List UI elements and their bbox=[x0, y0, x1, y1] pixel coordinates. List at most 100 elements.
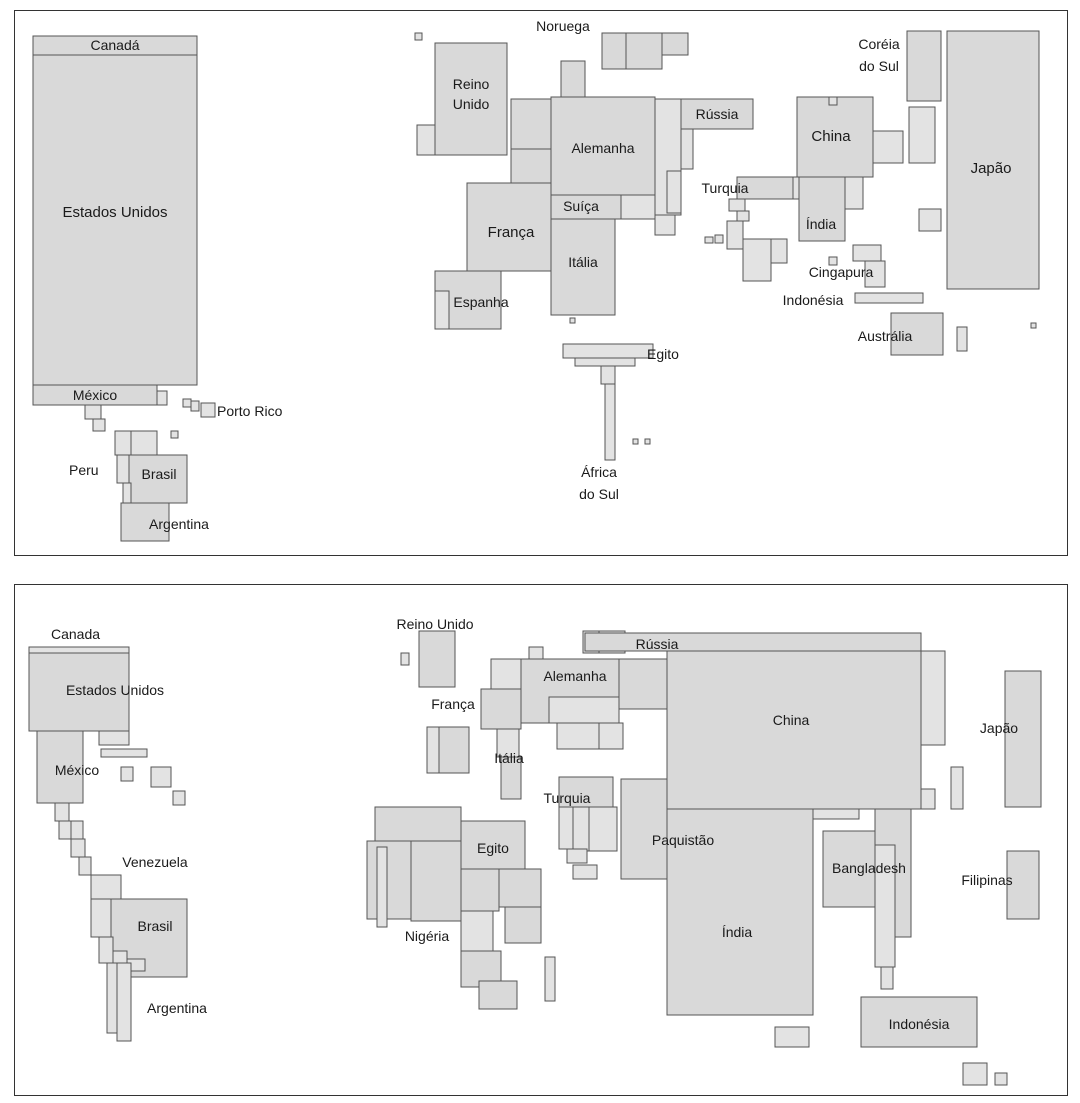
region-portugal bbox=[434, 290, 450, 330]
region-indonesia bbox=[860, 996, 978, 1048]
region-nova-zelandia bbox=[956, 326, 968, 352]
region-taiwan bbox=[920, 788, 936, 810]
label-africa-do-sul: África bbox=[581, 464, 617, 480]
label-mexico: México bbox=[55, 762, 100, 778]
label-canada: Canada bbox=[51, 626, 100, 642]
label-china: China bbox=[811, 128, 851, 145]
label-alemanha: Alemanha bbox=[571, 140, 634, 156]
label-italia: Itália bbox=[494, 750, 524, 766]
top-cartogram-svg: Canadá Estados Unidos México Porto Rico … bbox=[32, 18, 1040, 542]
label-reino-unido: Reino bbox=[453, 76, 490, 92]
region-central-america bbox=[156, 390, 168, 406]
region-dinamarca bbox=[560, 60, 586, 100]
region-noruega bbox=[601, 32, 627, 70]
region-iraq bbox=[572, 806, 590, 852]
region-sahel bbox=[574, 357, 636, 367]
label-canada: Canadá bbox=[90, 37, 139, 53]
region-belgica bbox=[510, 148, 552, 184]
region-india bbox=[798, 176, 846, 242]
label-mexico: México bbox=[73, 387, 118, 403]
region-north-africa bbox=[562, 343, 654, 359]
region-island bbox=[632, 438, 639, 445]
region-balkans bbox=[598, 722, 624, 750]
region-ethiopia bbox=[498, 868, 542, 908]
region-brasil bbox=[128, 454, 188, 504]
region-peru bbox=[116, 454, 130, 484]
region-caribbean bbox=[182, 398, 192, 408]
label-indonesia: Indonésia bbox=[889, 1016, 950, 1032]
region-nepal bbox=[812, 808, 860, 820]
region-thailand bbox=[852, 244, 882, 262]
region-central-africa bbox=[600, 365, 616, 385]
region-colombia bbox=[78, 856, 92, 876]
region-hong-kong bbox=[908, 106, 936, 164]
bottom-cartogram-panel: Canada Estados Unidos México Venezuela B… bbox=[14, 584, 1068, 1096]
region-small-asia bbox=[704, 236, 714, 244]
region-congo bbox=[460, 910, 494, 952]
region-italia bbox=[500, 756, 522, 800]
region-italia bbox=[550, 218, 616, 316]
region-central-america bbox=[70, 820, 84, 840]
region-small-asia bbox=[714, 234, 724, 244]
region-franca bbox=[480, 688, 522, 730]
region-estados-unidos bbox=[32, 54, 198, 386]
region-cingapura bbox=[864, 260, 886, 288]
region-alemanha bbox=[550, 96, 656, 196]
region-bolivia bbox=[98, 936, 114, 964]
region-central-america bbox=[70, 838, 86, 858]
region-bangladesh bbox=[822, 830, 876, 908]
region-sri-lanka bbox=[774, 1026, 810, 1048]
label-coreia-do-sul: Coréia bbox=[858, 36, 899, 52]
label-espanha: Espanha bbox=[453, 294, 508, 310]
label-indonesia: Indonésia bbox=[783, 292, 844, 308]
region-japao bbox=[1004, 670, 1042, 808]
region-india bbox=[666, 808, 814, 1016]
region-balkans bbox=[556, 722, 602, 750]
region-reino-unido bbox=[418, 630, 456, 688]
label-italia: Itália bbox=[568, 254, 598, 270]
region-central-america bbox=[58, 820, 72, 840]
region-caribbean bbox=[100, 748, 148, 758]
region-caribbean bbox=[172, 790, 186, 806]
region-malaysia bbox=[880, 966, 894, 990]
region-balkans bbox=[654, 214, 676, 236]
region-australia bbox=[962, 1062, 988, 1086]
top-cartogram-panel: Canadá Estados Unidos México Porto Rico … bbox=[14, 10, 1068, 556]
label-turquia: Turquia bbox=[544, 790, 591, 806]
label-alemanha: Alemanha bbox=[543, 668, 606, 684]
region-caribbean bbox=[190, 400, 200, 412]
region-netherlands bbox=[490, 658, 522, 690]
region-reino-unido bbox=[434, 42, 508, 156]
label-noruega: Noruega bbox=[536, 18, 590, 34]
region-finlandia bbox=[661, 32, 689, 56]
label-china: China bbox=[773, 712, 810, 728]
region-small-american bbox=[92, 418, 106, 432]
label-egito: Egito bbox=[647, 346, 679, 362]
region-island bbox=[1030, 322, 1037, 329]
region-australia bbox=[890, 312, 944, 356]
region-russia bbox=[680, 98, 754, 130]
label-argentina: Argentina bbox=[149, 516, 209, 532]
region-estados-unidos-south bbox=[98, 730, 130, 746]
region-guatemala bbox=[54, 802, 70, 822]
label-russia: Rússia bbox=[636, 636, 679, 652]
region-middle-east bbox=[736, 210, 750, 222]
region-indonesia bbox=[854, 292, 924, 304]
region-venezuela bbox=[130, 430, 158, 456]
region-syria bbox=[558, 806, 574, 850]
label-cingapura: Cingapura bbox=[809, 264, 874, 280]
label-turquia: Turquia bbox=[702, 180, 749, 196]
region-turquia bbox=[558, 776, 614, 808]
label-australia: Austrália bbox=[858, 328, 913, 344]
label-japao: Japão bbox=[971, 160, 1012, 177]
label-franca: França bbox=[431, 696, 475, 712]
region-japao bbox=[946, 30, 1040, 290]
region-china bbox=[666, 650, 922, 810]
region-cuba bbox=[120, 766, 134, 782]
region-yemen bbox=[572, 864, 598, 880]
region-ireland bbox=[400, 652, 410, 666]
label-reino-unido: Unido bbox=[453, 96, 490, 112]
region-eastern-europe bbox=[680, 128, 694, 170]
region-west-africa bbox=[366, 840, 412, 920]
region-south-africa bbox=[478, 980, 518, 1010]
